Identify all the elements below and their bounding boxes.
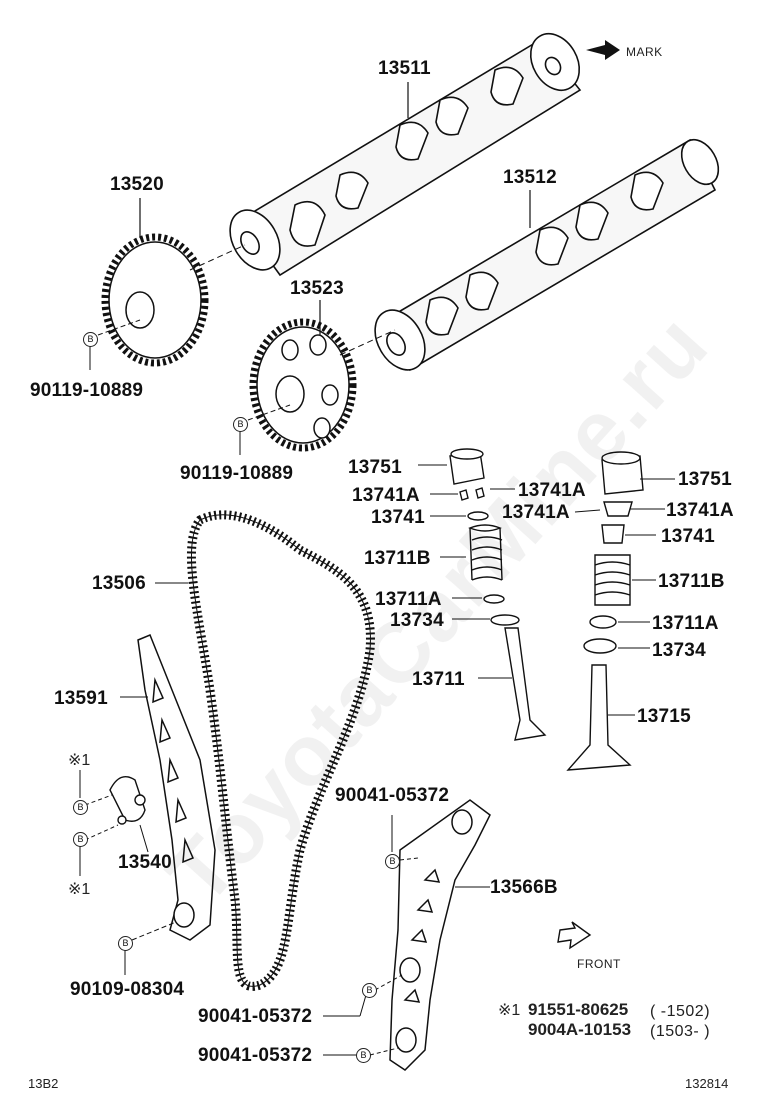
label-13523[interactable]: 13523 (290, 278, 344, 299)
bolt-marker-b: B (73, 800, 88, 815)
legend-part-2[interactable]: 9004A-10153 (528, 1020, 632, 1039)
label-13715[interactable]: 13715 (637, 706, 691, 727)
label-13751-left[interactable]: 13751 (348, 457, 402, 478)
label-13741A-right-1[interactable]: 13741A (502, 502, 570, 523)
valve-assembly-left[interactable] (449, 448, 547, 741)
footer-section-code: 13B2 (28, 1076, 59, 1091)
chain-tensioner-13540[interactable] (109, 776, 146, 825)
label-13741A-right-2[interactable]: 13741A (666, 500, 734, 521)
label-13741-right[interactable]: 13741 (661, 526, 715, 547)
camshaft-13512[interactable] (365, 133, 726, 378)
note-marker-1: ※1 (68, 752, 91, 769)
camshaft-13511[interactable] (220, 25, 589, 279)
chain-guide-13591[interactable] (137, 634, 216, 941)
legend-range-1: ( -1502) (650, 1003, 711, 1020)
legend-marker: ※1 (498, 1002, 521, 1019)
label-13711B-left[interactable]: 13711B (364, 548, 431, 569)
label-mark: MARK (626, 45, 663, 59)
label-bolt-90119-a[interactable]: 90119-10889 (30, 380, 144, 401)
label-13566B[interactable]: 13566B (490, 877, 558, 898)
bolt-marker-b: B (233, 417, 248, 432)
note-marker-2: ※1 (68, 881, 91, 898)
footer-figure-number: 132814 (685, 1076, 729, 1091)
label-bolt-90041-b[interactable]: 90041-05372 (198, 1006, 313, 1027)
label-13506[interactable]: 13506 (92, 573, 146, 594)
label-13734-left[interactable]: 13734 (390, 610, 444, 631)
label-13741A-left-1[interactable]: 13741A (352, 485, 420, 506)
label-13711A-right[interactable]: 13711A (652, 613, 719, 634)
label-front: FRONT (577, 957, 621, 971)
label-13512[interactable]: 13512 (503, 167, 557, 188)
label-13591[interactable]: 13591 (54, 688, 108, 709)
label-13734-right[interactable]: 13734 (652, 640, 706, 661)
label-bolt-90119-b[interactable]: 90119-10889 (180, 463, 294, 484)
chain-guide-13566B[interactable] (389, 799, 491, 1071)
legend-range-2: (1503- ) (650, 1023, 711, 1040)
label-13741A-left-2[interactable]: 13741A (518, 480, 586, 501)
bolt-marker-b: B (73, 832, 88, 847)
bolt-marker-b: B (385, 854, 400, 869)
mark-arrow-icon (586, 40, 620, 60)
label-13741-left[interactable]: 13741 (371, 507, 425, 528)
label-13711B-right[interactable]: 13711B (658, 571, 725, 592)
label-13520[interactable]: 13520 (110, 174, 164, 195)
label-13711[interactable]: 13711 (412, 669, 465, 690)
label-13711A-left[interactable]: 13711A (375, 589, 442, 610)
label-13540[interactable]: 13540 (118, 852, 172, 873)
bolt-marker-b: B (118, 936, 133, 951)
bolt-marker-b: B (83, 332, 98, 347)
sprocket-13523[interactable] (249, 318, 357, 452)
label-13751-right[interactable]: 13751 (678, 469, 732, 490)
label-13511[interactable]: 13511 (378, 58, 431, 79)
label-bolt-90041-a[interactable]: 90041-05372 (335, 785, 450, 806)
valve-assembly-right[interactable] (566, 451, 644, 771)
timing-chain-13506[interactable] (186, 510, 375, 991)
sprocket-13520[interactable] (101, 233, 209, 367)
bolt-marker-b: B (362, 983, 377, 998)
label-bolt-90109[interactable]: 90109-08304 (70, 979, 185, 1000)
legend-part-1[interactable]: 91551-80625 (528, 1000, 629, 1019)
bolt-marker-b: B (356, 1048, 371, 1063)
front-arrow-icon (557, 921, 592, 950)
label-bolt-90041-c[interactable]: 90041-05372 (198, 1045, 313, 1066)
